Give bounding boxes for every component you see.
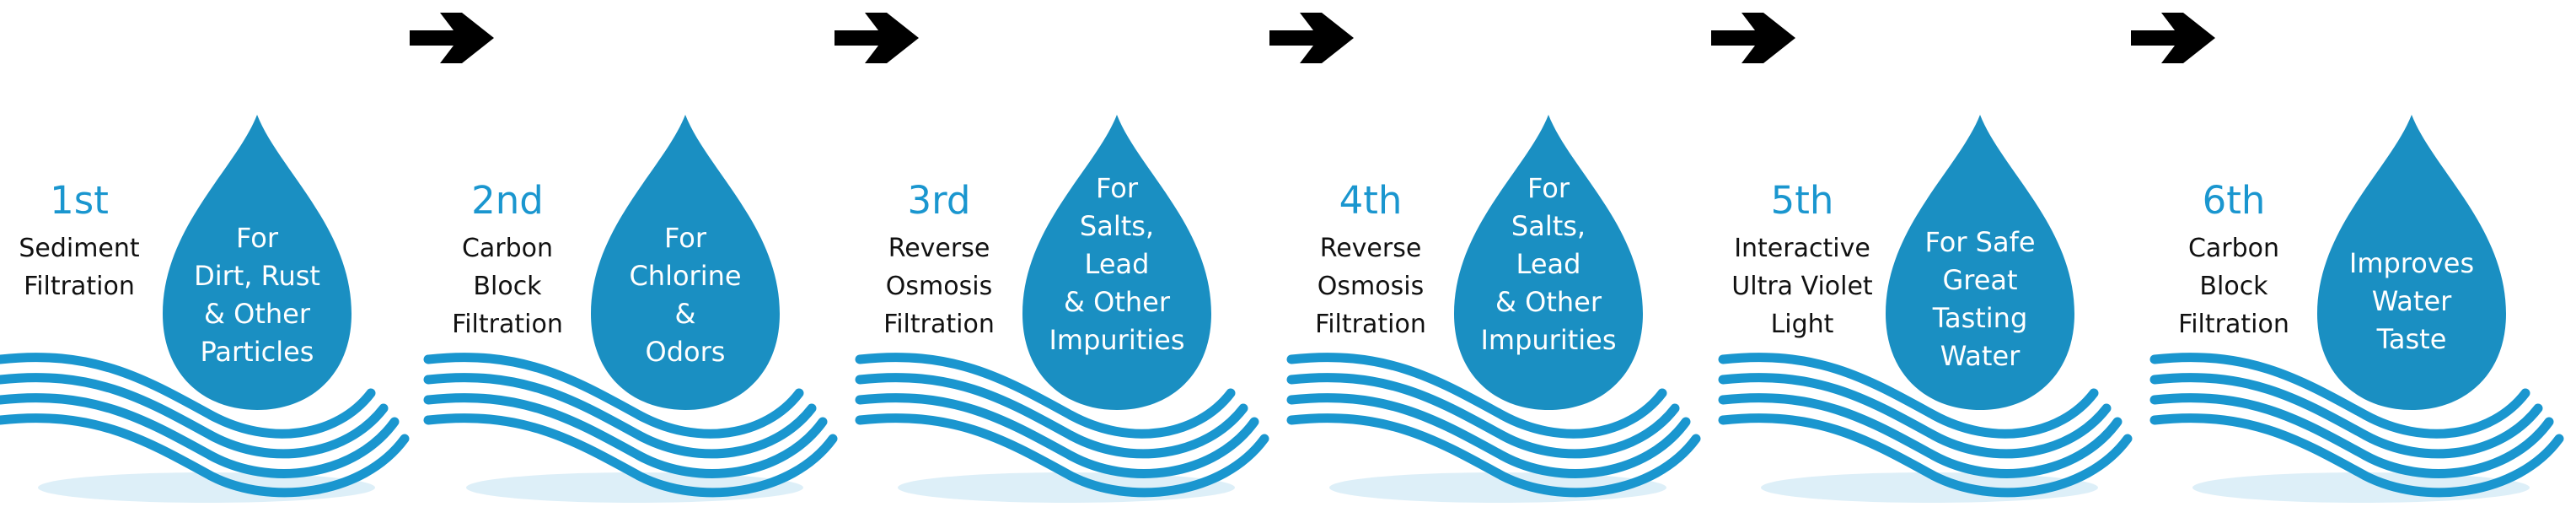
- arrow-right-icon: [410, 13, 494, 63]
- step-description: For Dirt, Rust & Other Particles: [194, 222, 320, 368]
- step-description: For Safe Great Tasting Water: [1924, 226, 2036, 372]
- wave-icon: [423, 353, 838, 498]
- wave-icon: [1286, 353, 1701, 498]
- step-ordinal: 1st: [50, 178, 109, 223]
- step-name: Carbon Block Filtration: [2178, 234, 2289, 339]
- filtration-step-2: 2nd Carbon Block Filtration For Chlorine…: [423, 0, 860, 507]
- wave-icon: [1718, 353, 2133, 498]
- filtration-step-4: 4th Reverse Osmosis Filtration For Salts…: [1286, 0, 1723, 507]
- step-description: For Salts, Lead & Other Impurities: [1480, 171, 1617, 356]
- water-drop-icon: [2317, 115, 2506, 410]
- wave-icon: [855, 353, 1269, 498]
- wave-icon: [0, 353, 410, 498]
- step-name: Carbon Block Filtration: [452, 234, 563, 339]
- step-description: For Salts, Lead & Other Impurities: [1049, 171, 1185, 356]
- arrow-right-icon: [1711, 13, 1795, 63]
- step-art: [855, 115, 1269, 503]
- arrow-right-icon: [2131, 13, 2215, 63]
- water-drop-icon: [163, 115, 352, 410]
- step-ordinal: 2nd: [471, 178, 544, 223]
- step-art: [1286, 115, 1701, 503]
- filtration-step-5: 5th Interactive Ultra Violet Light For S…: [1718, 0, 2155, 507]
- step-ordinal: 3rd: [907, 178, 971, 223]
- step-art: [0, 115, 410, 503]
- water-drop-icon: [1022, 115, 1211, 410]
- arrow-right-icon: [1269, 13, 1354, 63]
- step-name: Sediment Filtration: [19, 234, 140, 301]
- step-name: Interactive Ultra Violet Light: [1731, 234, 1873, 339]
- step-ordinal: 4th: [1339, 178, 1403, 223]
- water-drop-icon: [1886, 115, 2074, 410]
- arrow-right-icon: [835, 13, 919, 63]
- water-drop-icon: [1454, 115, 1643, 410]
- wave-icon: [2149, 353, 2564, 498]
- filtration-step-1: 1st Sediment Filtration For Dirt, Rust &…: [0, 0, 432, 507]
- step-art: [1718, 115, 2133, 503]
- water-drop-icon: [591, 115, 780, 410]
- step-name: Reverse Osmosis Filtration: [1315, 234, 1426, 339]
- step-ordinal: 6th: [2202, 178, 2266, 223]
- step-ordinal: 5th: [1770, 178, 1834, 223]
- filtration-step-6: 6th Carbon Block Filtration Improves Wat…: [2149, 0, 2576, 507]
- step-description: Improves Water Taste: [2348, 247, 2475, 355]
- step-name: Reverse Osmosis Filtration: [883, 234, 995, 339]
- filtration-step-3: 3rd Reverse Osmosis Filtration For Salts…: [855, 0, 1291, 507]
- step-description: For Chlorine & Odors: [629, 222, 742, 368]
- step-art: [2149, 115, 2564, 503]
- step-art: [423, 115, 838, 503]
